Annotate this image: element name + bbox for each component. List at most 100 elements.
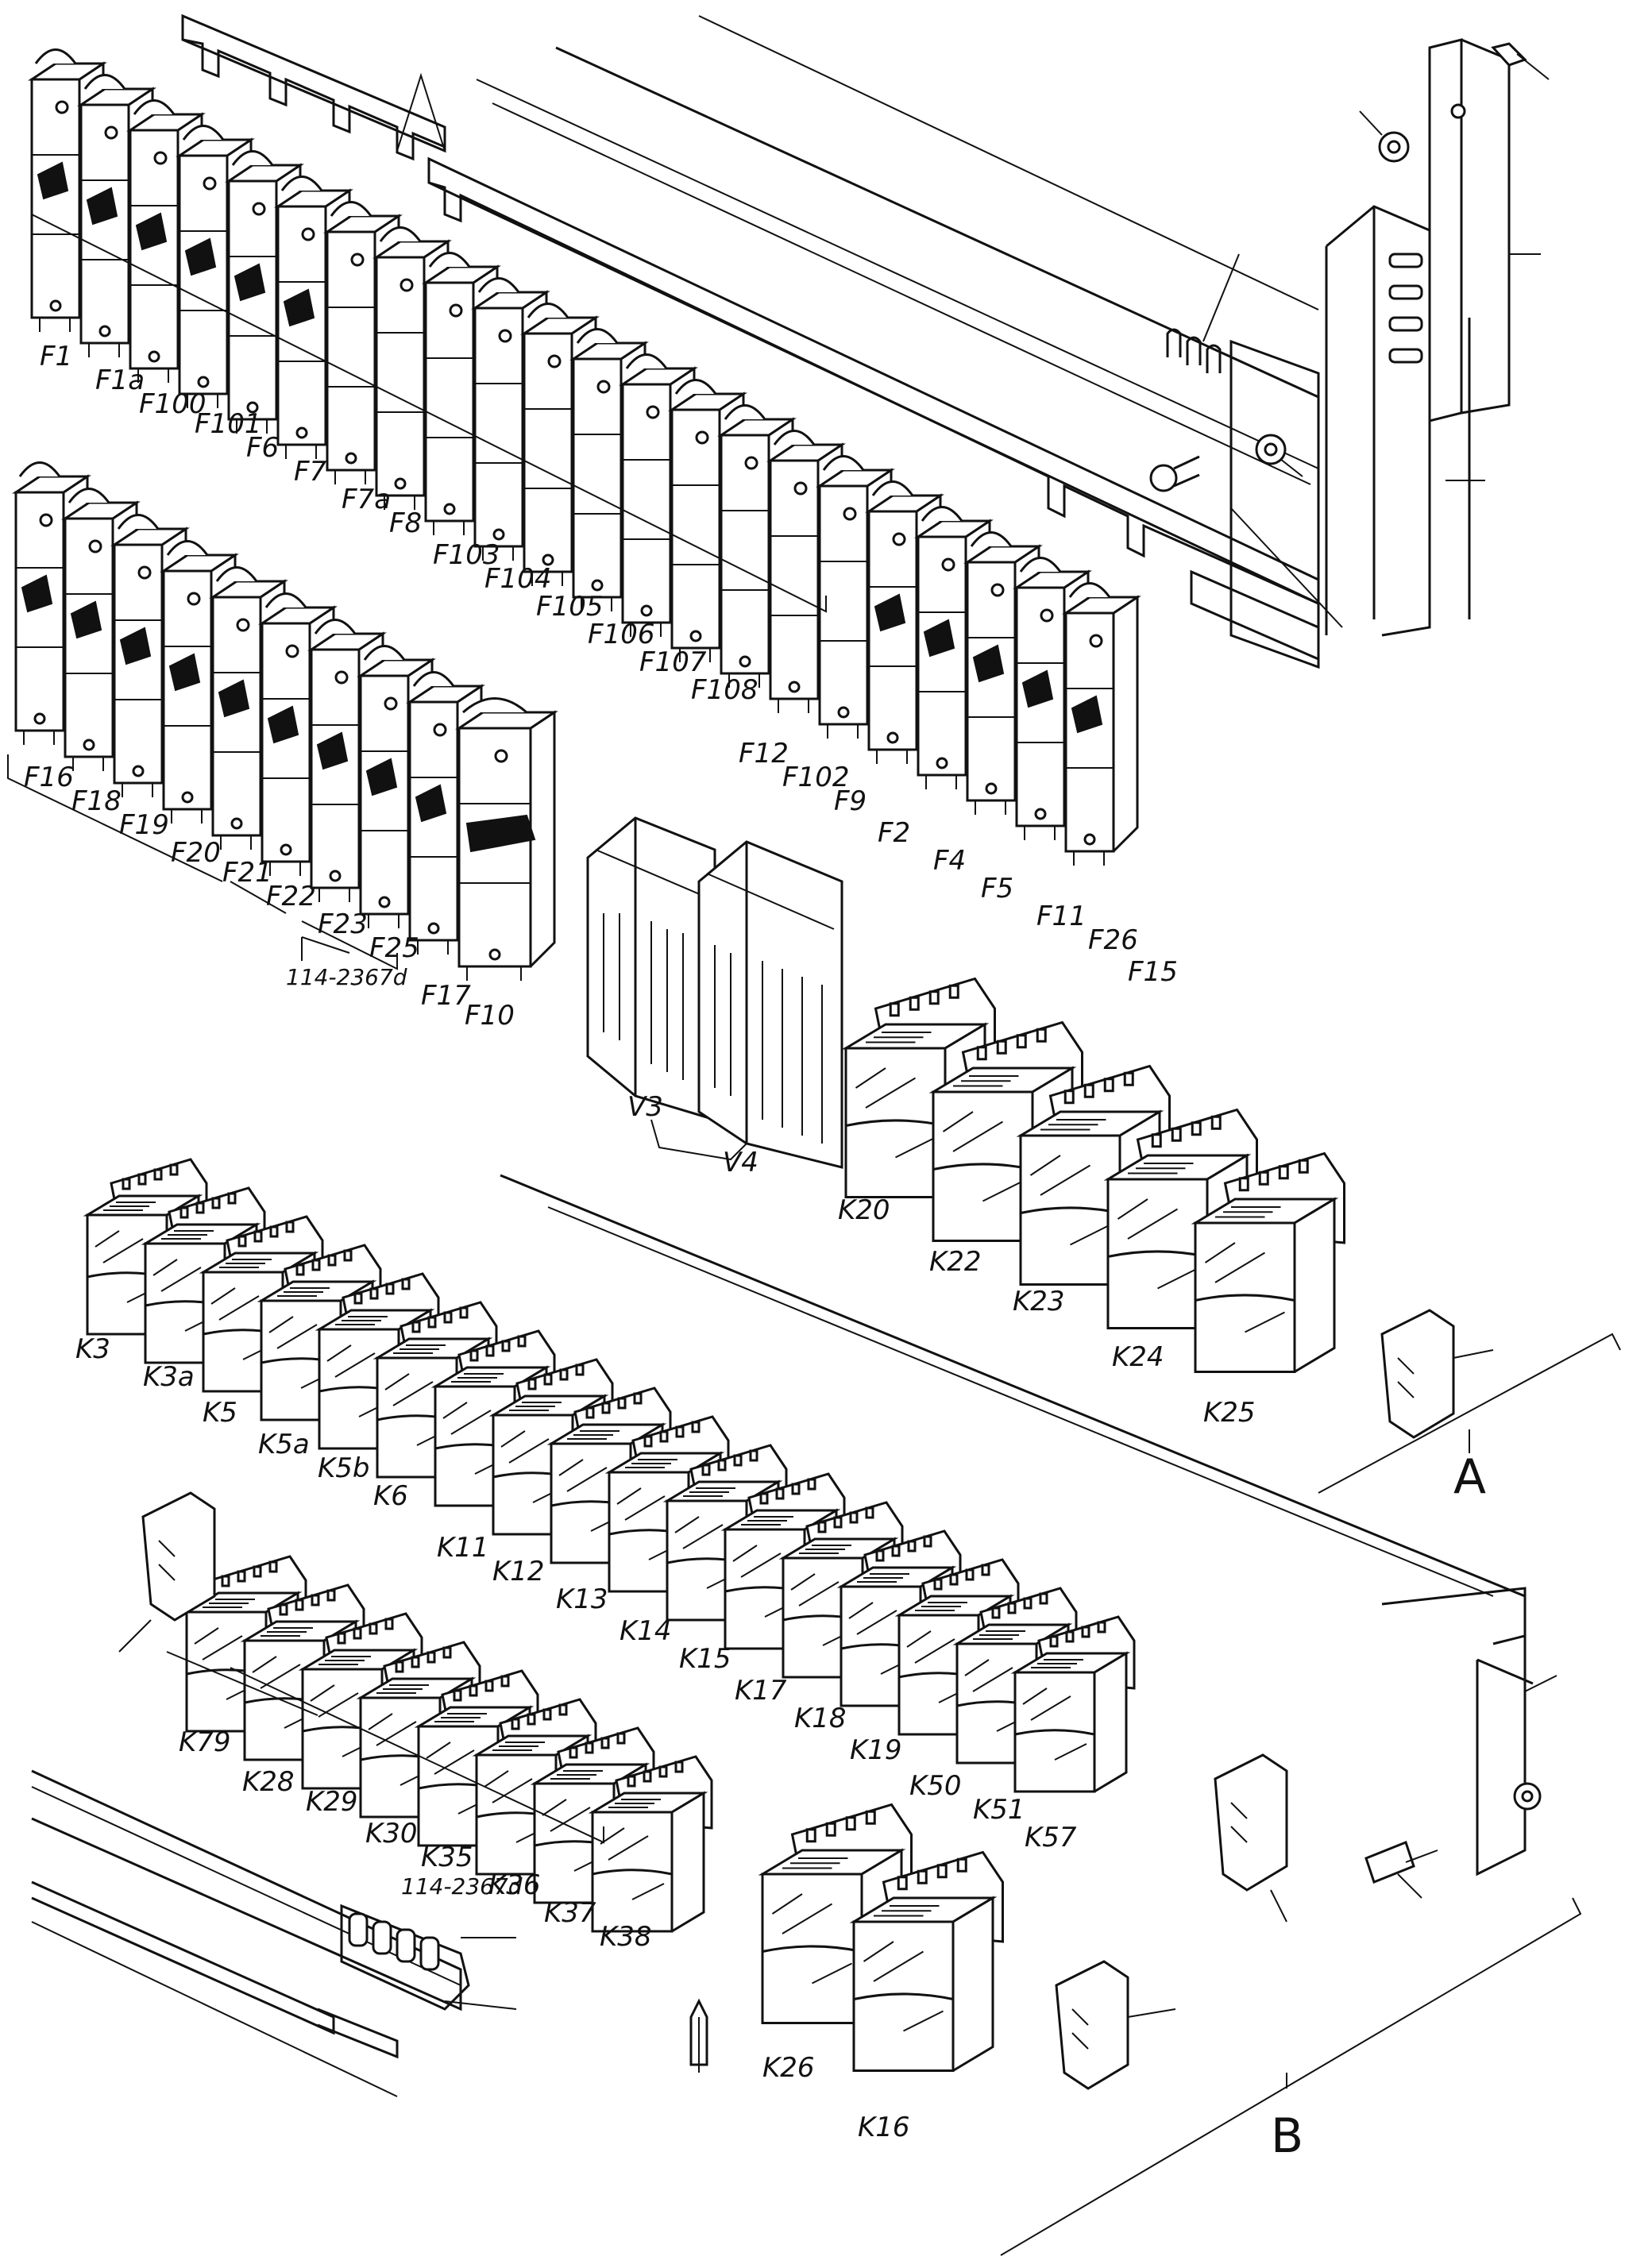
din-rail-parts <box>31 1651 708 2097</box>
label-F12: F12 <box>739 738 789 770</box>
label-K5b: K5b <box>318 1452 370 1484</box>
fuse-bracket-bottom <box>7 754 398 970</box>
label-K51: K51 <box>973 1794 1025 1826</box>
labels: F1 F1a F100 F101 F6 F7 F7a F8 F103 F104 … <box>24 341 1486 2164</box>
label-K36: K36 <box>488 1869 541 1901</box>
lever-icon <box>119 627 152 665</box>
label-F26: F26 <box>1088 924 1138 956</box>
lever-icon <box>70 600 102 639</box>
lever-icon <box>365 758 398 796</box>
label-K38: K38 <box>600 1921 652 1953</box>
label-K13: K13 <box>556 1583 608 1615</box>
lever-icon <box>135 212 168 251</box>
label-K57: K57 <box>1025 1822 1077 1853</box>
lever-icon <box>37 161 69 200</box>
lever-icon <box>86 187 118 226</box>
lever-icon <box>218 679 250 718</box>
end-clamp-b1 <box>1214 1753 1288 1923</box>
label-K3a: K3a <box>143 1361 195 1393</box>
lever-icon <box>234 263 266 302</box>
label-F6: F6 <box>246 432 279 464</box>
label-K17: K17 <box>735 1675 787 1707</box>
lever-icon <box>465 814 536 853</box>
lever-icon <box>1021 669 1054 708</box>
label-F21: F21 <box>222 857 272 889</box>
module-v3 <box>586 816 716 1122</box>
label-F8: F8 <box>389 507 422 539</box>
slot-group-icon <box>1166 328 1222 373</box>
lever-icon <box>923 619 955 658</box>
fuse-bracket-top <box>31 199 827 613</box>
label-K12: K12 <box>492 1556 545 1587</box>
label-K25: K25 <box>1203 1397 1256 1429</box>
vertical-channel <box>1230 38 1550 637</box>
lever-icon <box>874 593 906 632</box>
relay-pair-2 <box>849 1850 1004 2072</box>
label-F22: F22 <box>266 881 316 912</box>
label-F5: F5 <box>981 873 1013 904</box>
lever-icon <box>316 731 349 770</box>
label-F23: F23 <box>318 908 368 940</box>
label-F108: F108 <box>691 674 758 706</box>
label-F10: F10 <box>465 1000 515 1032</box>
label-F1a: F1a <box>95 364 145 396</box>
label-K28: K28 <box>242 1766 295 1798</box>
module-v4 <box>697 840 843 1169</box>
fuse-row-lower <box>12 461 558 981</box>
label-F18: F18 <box>71 785 122 817</box>
module-leader <box>650 1119 747 1161</box>
lever-icon <box>972 644 1005 683</box>
relay-group-a-5 <box>1191 1151 1345 1373</box>
label-K20: K20 <box>838 1194 890 1226</box>
label-F20: F20 <box>171 837 221 869</box>
label-K16: K16 <box>858 2112 910 2143</box>
label-F17: F17 <box>421 980 471 1012</box>
section-bracket-a <box>1318 1333 1621 1494</box>
section-bracket-b <box>1000 1897 1582 2256</box>
lever-icon <box>168 653 201 692</box>
lever-icon <box>184 237 217 276</box>
lever-icon <box>1071 695 1103 734</box>
label-K50: K50 <box>909 1770 962 1802</box>
section-marker-b: B <box>1271 2108 1303 2164</box>
label-F104: F104 <box>484 563 551 595</box>
lower-mounting-rail <box>500 1174 1557 1899</box>
label-F16: F16 <box>24 762 74 793</box>
relay-main-17 <box>1010 1615 1136 1793</box>
lever-icon <box>415 784 447 823</box>
screw-icon <box>1491 42 1527 67</box>
label-part-number-relay: 114-2367d <box>401 1873 523 1900</box>
label-K5a: K5a <box>258 1429 310 1460</box>
label-K15: K15 <box>679 1643 731 1675</box>
label-K18: K18 <box>794 1703 847 1734</box>
breaker-upper-22 <box>1062 582 1141 866</box>
label-F4: F4 <box>933 845 966 877</box>
label-K3: K3 <box>75 1333 110 1365</box>
label-K26: K26 <box>762 2052 815 2084</box>
upper-din-rail <box>181 14 1320 669</box>
label-part-number-fuse: 114-2367d <box>286 964 407 990</box>
label-K30: K30 <box>365 1818 418 1850</box>
label-F15: F15 <box>1128 956 1178 988</box>
label-F101: F101 <box>195 408 261 440</box>
part-bracket <box>301 936 350 961</box>
label-K37: K37 <box>544 1897 596 1929</box>
label-K24: K24 <box>1112 1341 1164 1373</box>
bolt-icon <box>1364 1841 1415 1884</box>
label-F25: F25 <box>369 932 419 964</box>
relay-pair <box>758 1803 1004 2072</box>
lever-icon <box>267 705 299 744</box>
label-F2: F2 <box>878 817 910 849</box>
label-F1: F1 <box>40 341 72 372</box>
label-F11: F11 <box>1036 901 1087 932</box>
label-K14: K14 <box>620 1615 672 1647</box>
relay-row-lower <box>182 1555 713 1933</box>
label-F7a: F7a <box>342 484 391 515</box>
label-F9: F9 <box>834 785 867 817</box>
relay-bracket-lower <box>230 1667 604 1844</box>
lever-icon <box>21 574 53 613</box>
label-F100: F100 <box>139 388 206 420</box>
label-F103: F103 <box>433 539 500 571</box>
